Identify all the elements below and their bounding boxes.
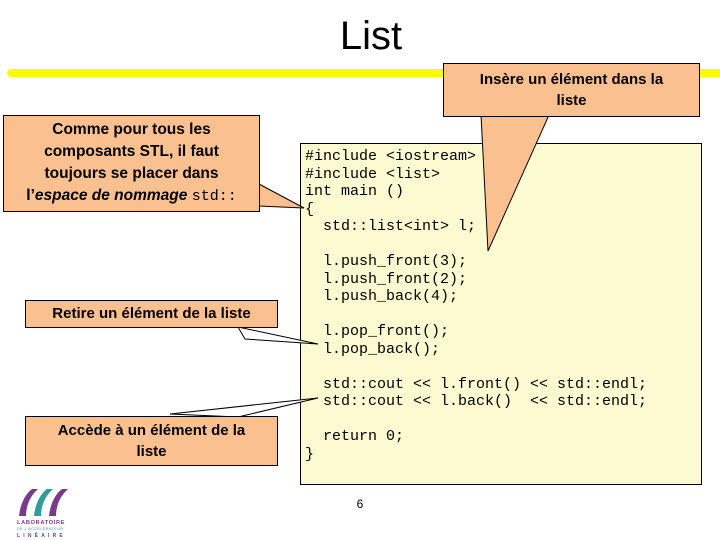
- callout-comme-line4: l’espace de nommage std::: [4, 185, 259, 208]
- lal-logo-letter-a: [34, 489, 53, 516]
- lal-logo: LABORATOIRE DE L'ACCÉLÉRATEUR LINÉAIRE: [17, 489, 68, 539]
- yellow-divider-bar: [7, 69, 720, 77]
- callout-comme-code: std::: [191, 188, 237, 205]
- callout-comme-line3: toujours se placer dans: [44, 165, 219, 182]
- callout-comme: Comme pour tous les composants STL, il f…: [3, 115, 260, 212]
- lal-logo-line2: DE L'ACCÉLÉRATEUR: [17, 526, 64, 531]
- lal-logo-letter-l2: [49, 489, 68, 516]
- comme-callout-tail: [258, 183, 305, 209]
- callout-accede: Accède à un élément de la liste: [25, 416, 278, 466]
- callout-insere: Insère un élément dans la liste: [443, 63, 700, 117]
- callout-retire-line1: Retire un élément de la liste: [52, 305, 251, 322]
- callout-accede-line2: liste: [136, 443, 167, 460]
- lal-logo-line1: LABORATOIRE: [17, 520, 65, 526]
- lal-logo-line3: LINÉAIRE: [17, 531, 66, 539]
- callout-retire: Retire un élément de la liste: [25, 300, 278, 328]
- lal-logo-letter-l1: [19, 489, 38, 516]
- callout-insere-line1: Insère un élément dans la: [479, 71, 664, 88]
- code-box: #include <iostream> #include <list> int …: [300, 143, 702, 485]
- callout-insere-line2: liste: [556, 92, 587, 109]
- accede-callout-pointer: [169, 397, 319, 418]
- callout-comme-prefix: l’: [26, 187, 35, 204]
- code-text: #include <iostream> #include <list> int …: [305, 148, 648, 463]
- page-number: 6: [356, 497, 364, 511]
- slide-title: List: [339, 14, 403, 58]
- callout-accede-line1: Accède à un élément de la: [57, 422, 246, 439]
- callout-comme-line2: composants STL, il faut: [44, 143, 219, 160]
- callout-comme-emphasis: espace de nommage: [34, 187, 188, 204]
- callout-comme-line1: Comme pour tous les: [52, 121, 211, 138]
